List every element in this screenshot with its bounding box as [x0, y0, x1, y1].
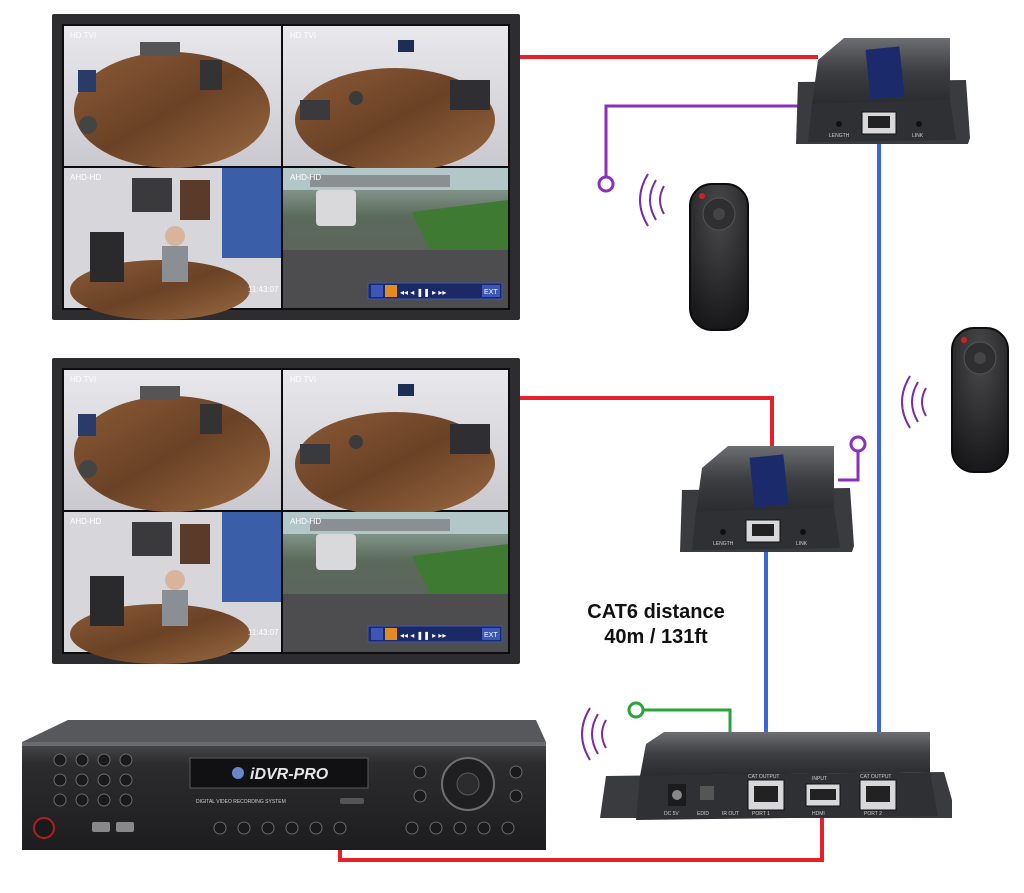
- input-label: INPUT: [812, 776, 827, 782]
- usb-port-2: [116, 822, 134, 832]
- power-button: [33, 817, 55, 839]
- cam6-label: HD TVI: [290, 375, 316, 384]
- port2-label: PORT 2: [864, 811, 882, 817]
- hdmi-receiver-middle: LENGTH LINK: [680, 446, 854, 552]
- dvr-recorder: iDVR-PRO DIGITAL VIDEO RECORDING SYSTEM: [22, 720, 546, 850]
- ir-out-label: IR OUT: [722, 811, 739, 817]
- receiver-mid-link-label: LINK: [796, 541, 808, 547]
- exit-button-bottom: EXT: [484, 632, 498, 639]
- usb-port-1: [92, 822, 110, 832]
- dvr-keypad: [53, 753, 133, 807]
- cat-output-label-1: CAT OUTPUT: [748, 774, 779, 780]
- ir-signal-icon-top: [639, 173, 665, 227]
- remote-control-right: [951, 327, 1009, 473]
- camera-feed-7: AHD-HD: [64, 512, 281, 664]
- timestamp-bottom: 11:43:07: [248, 628, 279, 637]
- exit-button-top: EXT: [484, 289, 498, 296]
- dvr-function-buttons: [213, 821, 515, 835]
- cam3-label: AHD-HD: [70, 173, 101, 182]
- dvr-subtitle-label: DIGITAL VIDEO RECORDING SYSTEM: [196, 799, 286, 805]
- cat-output-label-2: CAT OUTPUT: [860, 774, 891, 780]
- camera-feed-8: AHD-HD: [283, 512, 508, 652]
- remote-control-top: [689, 183, 749, 331]
- disc-drive: [189, 757, 369, 789]
- cam7-label: AHD-HD: [70, 517, 101, 526]
- svg-text:◂◂ ◂ ❚❚ ▸ ▸▸: ◂◂ ◂ ❚❚ ▸ ▸▸: [400, 288, 446, 297]
- hdmi-receiver-top: LENGTH LINK: [796, 38, 970, 144]
- camera-feed-3: AHD-HD: [64, 168, 281, 320]
- receiver-mid-length-label: LENGTH: [713, 541, 734, 547]
- cat6-distance-label: CAT6 distance: [587, 601, 724, 623]
- camera-feed-6: HD TVI: [283, 370, 508, 516]
- cam2-label: HD TVI: [290, 31, 316, 40]
- cam8-label: AHD-HD: [290, 517, 321, 526]
- cat6-distance-value: 40m / 131ft: [604, 626, 708, 648]
- ir-signal-icon-splitter: [581, 707, 607, 761]
- timestamp-top: 11:43:07: [248, 285, 279, 294]
- ir-signal-icon-right: [901, 375, 927, 429]
- playback-control-bar: ◂◂ ◂ ❚❚ ▸ ▸▸ EXT: [367, 282, 503, 300]
- camera-feed-1: HD TVI: [64, 26, 281, 168]
- hdmi-label: HDMI: [812, 811, 825, 817]
- monitor-top: HD TVI HD TVI AHD-HD: [52, 14, 520, 320]
- hdmi-splitter-transmitter: DC 5V EDID IR OUT PORT 1 CAT OUTPUT INPU…: [600, 732, 952, 820]
- cam5-label: HD TVI: [70, 375, 96, 384]
- playback-control-bar-bottom: ◂◂ ◂ ❚❚ ▸ ▸▸ EXT: [367, 625, 503, 643]
- receiver-top-link-label: LINK: [912, 133, 924, 139]
- receiver-top-length-label: LENGTH: [829, 133, 850, 139]
- dvr-brand-label: iDVR-PRO: [250, 766, 329, 783]
- cam4-label: AHD-HD: [290, 173, 321, 182]
- dc-label: DC 5V: [664, 811, 679, 817]
- monitor-bottom: HD TVI HD TVI AHD-HD: [52, 358, 520, 664]
- port1-label: PORT 1: [752, 811, 770, 817]
- edid-label: EDID: [697, 811, 709, 817]
- dvr-jog-dial: [413, 757, 523, 811]
- ir-receiver-cables: [597, 104, 867, 482]
- camera-feed-5: HD TVI: [64, 370, 281, 512]
- camera-feed-2: HD TVI: [283, 26, 508, 172]
- cam1-label: HD TVI: [70, 31, 96, 40]
- svg-text:◂◂ ◂ ❚❚ ▸ ▸▸: ◂◂ ◂ ❚❚ ▸ ▸▸: [400, 631, 446, 640]
